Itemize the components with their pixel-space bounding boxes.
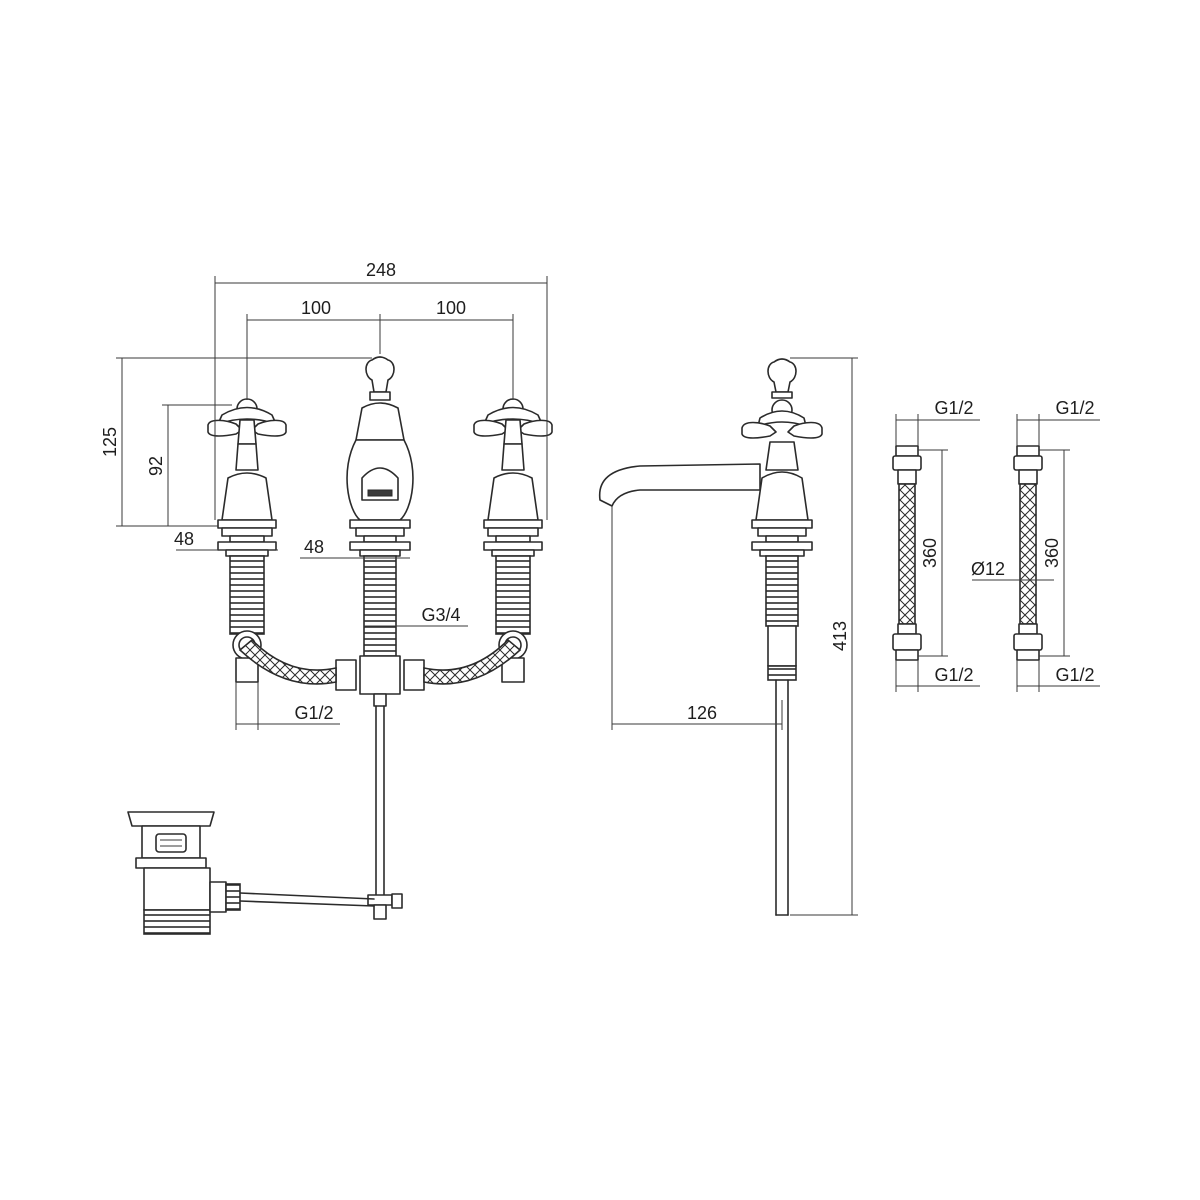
dim-hose-b-length: 360 xyxy=(1042,538,1062,568)
dim-hose-b-diameter: Ø12 xyxy=(971,559,1005,579)
dim-hose-b-top: G1/2 xyxy=(1055,398,1094,418)
center-spout xyxy=(335,356,425,920)
dim-hose-b-bottom: G1/2 xyxy=(1055,665,1094,685)
dimension-labels: 248 100 100 125 92 48 48 G3/4 G1/2 126 4… xyxy=(100,260,1095,723)
dim-spout-height: 125 xyxy=(100,427,120,457)
left-valve xyxy=(207,398,287,683)
front-view xyxy=(127,356,553,935)
left-cross-handle xyxy=(207,398,287,445)
left-braided-hose xyxy=(238,638,337,685)
dim-spacing-right: 100 xyxy=(436,298,466,318)
side-handle xyxy=(741,358,823,439)
dim-collar-left: 48 xyxy=(174,529,194,549)
flex-hose-a xyxy=(892,445,922,661)
dim-collar-center: 48 xyxy=(304,537,324,557)
dim-outlet-thread: G1/2 xyxy=(294,703,333,723)
side-spout xyxy=(598,463,761,507)
dim-handle-height: 92 xyxy=(146,456,166,476)
dim-hose-a-bottom: G1/2 xyxy=(934,665,973,685)
flex-hose-b xyxy=(1013,445,1043,661)
dim-overall-width: 248 xyxy=(366,260,396,280)
dimension-lines xyxy=(116,276,1100,916)
side-view xyxy=(598,358,823,916)
dim-side-total-height: 413 xyxy=(830,621,850,651)
dim-spacing-left: 100 xyxy=(301,298,331,318)
right-valve xyxy=(473,398,553,683)
pop-up-waste xyxy=(127,811,403,935)
dim-center-thread: G3/4 xyxy=(421,605,460,625)
dim-hose-a-top: G1/2 xyxy=(934,398,973,418)
dim-spout-reach: 126 xyxy=(687,703,717,723)
dim-hose-a-length: 360 xyxy=(920,538,940,568)
right-cross-handle xyxy=(473,398,553,445)
right-braided-hose xyxy=(423,638,522,685)
